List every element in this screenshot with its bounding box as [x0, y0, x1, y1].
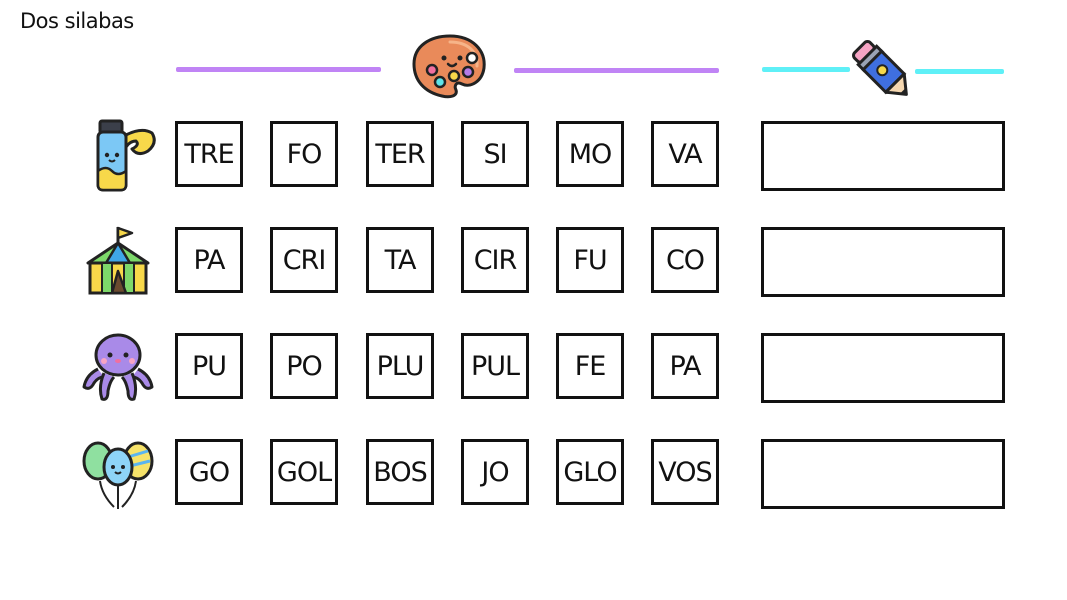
syllable-cell: GO — [175, 439, 243, 505]
syllable-cell: JO — [461, 439, 529, 505]
syllable-cell: GLO — [556, 439, 624, 505]
paint-tube-icon — [96, 119, 156, 192]
answer-box[interactable] — [761, 121, 1005, 191]
syllable-cell: PU — [175, 333, 243, 399]
syllable-cell: CRI — [270, 227, 338, 293]
syllable-cell: VOS — [651, 439, 719, 505]
syllable-row: GO GOL BOS JO GLO VOS — [0, 439, 1067, 509]
palette-icon — [412, 34, 486, 99]
worksheet-title: Dos silabas — [20, 9, 134, 33]
syllable-cell: PA — [651, 333, 719, 399]
balloons-icon — [82, 441, 154, 509]
syllable-cell: FE — [556, 333, 624, 399]
syllable-row: PA CRI TA CIR FU CO — [0, 226, 1067, 297]
syllable-cell: BOS — [366, 439, 434, 505]
header-line-left — [176, 67, 381, 72]
header-line-right-a — [762, 67, 850, 72]
syllable-cell: PA — [175, 227, 243, 293]
syllable-cell: PUL — [461, 333, 529, 399]
header-line-right-b — [915, 69, 1004, 74]
pencil-icon — [852, 40, 908, 96]
syllable-cell: GOL — [270, 439, 338, 505]
syllable-cell: VA — [651, 121, 719, 187]
syllable-cell: SI — [461, 121, 529, 187]
syllable-row: TRE FO TER SI MO VA — [0, 119, 1067, 192]
syllable-cell: FU — [556, 227, 624, 293]
syllable-row: PU PO PLU PUL FE PA — [0, 333, 1067, 403]
syllable-cell: CO — [651, 227, 719, 293]
syllable-cell: TA — [366, 227, 434, 293]
circus-tent-icon — [86, 226, 150, 295]
header-line-middle — [514, 68, 719, 73]
syllable-cell: CIR — [461, 227, 529, 293]
syllable-cell: MO — [556, 121, 624, 187]
syllable-cell: FO — [270, 121, 338, 187]
syllable-cell: PO — [270, 333, 338, 399]
syllable-cell: PLU — [366, 333, 434, 399]
answer-box[interactable] — [761, 439, 1005, 509]
answer-box[interactable] — [761, 333, 1005, 403]
syllable-cell: TER — [366, 121, 434, 187]
syllable-cell: TRE — [175, 121, 243, 187]
answer-box[interactable] — [761, 227, 1005, 297]
octopus-icon — [82, 333, 154, 401]
